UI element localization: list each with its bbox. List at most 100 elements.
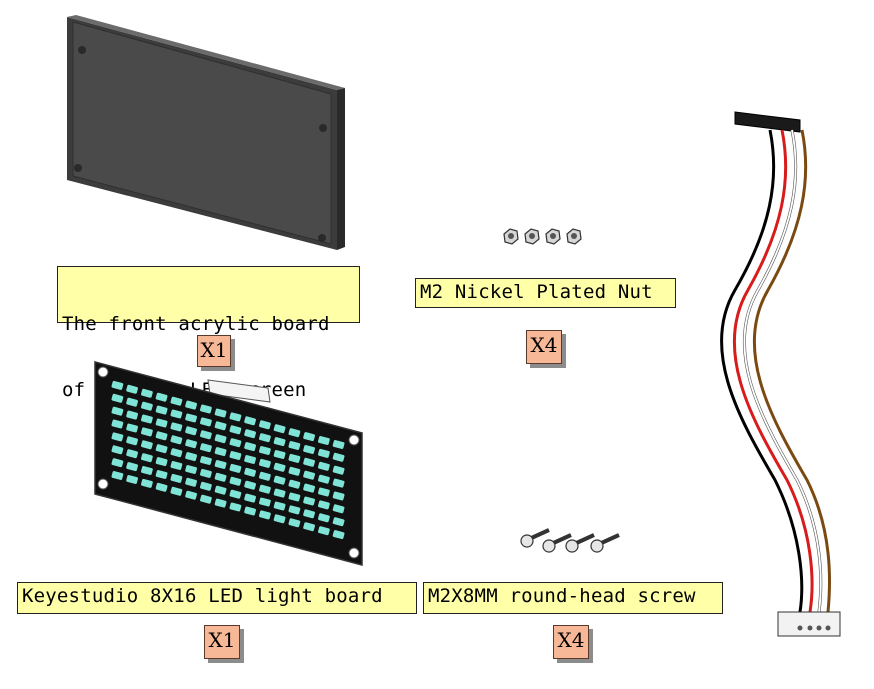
led-cell: [111, 393, 124, 403]
led-cell: [273, 450, 286, 459]
led-cell: [303, 457, 315, 467]
led-cell: [288, 492, 301, 502]
led-cell: [170, 435, 183, 445]
led-cell: [288, 428, 301, 438]
led-cell: [244, 467, 256, 477]
led-cell: [332, 491, 345, 501]
led-cell: [141, 388, 153, 398]
led-cell: [126, 384, 138, 394]
led-cell: [244, 442, 256, 452]
led-cell: [200, 494, 212, 504]
led-cell: [244, 429, 256, 439]
led-cell: [185, 477, 197, 487]
nut-qty: X4: [526, 330, 562, 364]
led-cell: [332, 478, 345, 488]
led-cell: [259, 471, 271, 481]
led-cell: [155, 405, 168, 415]
led-cell: [318, 500, 330, 510]
led-cell: [141, 440, 153, 450]
led-cell: [141, 414, 153, 424]
led-cell: [200, 430, 212, 440]
led-cell: [259, 458, 271, 468]
led-cell: [229, 476, 242, 486]
led-cell: [170, 422, 183, 432]
led-cell: [200, 481, 212, 491]
led-cell: [318, 474, 330, 484]
led-cell: [185, 452, 197, 462]
led-cell: [155, 392, 168, 402]
led-cell: [214, 472, 227, 482]
led-cell: [155, 418, 168, 428]
led-cell: [273, 488, 286, 498]
led-cell: [185, 426, 197, 436]
led-cell: [111, 380, 124, 390]
led-cell: [141, 427, 153, 437]
led-cell: [141, 453, 153, 463]
led-cell: [273, 462, 286, 472]
led-cell: [141, 478, 153, 488]
led-cell: [332, 517, 345, 527]
led-cell: [244, 416, 256, 426]
led-cell: [288, 479, 301, 489]
led-cell: [303, 509, 315, 519]
led-cell: [155, 482, 168, 492]
led-cell: [111, 432, 124, 442]
led-cell: [111, 406, 124, 416]
led-cell: [111, 458, 124, 468]
led-cell: [229, 502, 242, 512]
led-cell: [200, 456, 212, 465]
led-cell: [229, 463, 242, 473]
led-cell: [229, 451, 242, 460]
led-cell: [126, 397, 138, 407]
led-cell: [214, 408, 227, 418]
led-cell: [170, 473, 183, 483]
led-cell: [126, 410, 138, 420]
led-cell: [229, 438, 242, 448]
led-cell: [214, 485, 227, 495]
led-cell: [318, 448, 330, 458]
led-cell: [288, 466, 301, 476]
led-cell: [126, 423, 138, 433]
led-cell: [229, 489, 242, 499]
led-cell: [332, 440, 345, 449]
led-cell: [229, 425, 242, 435]
led-cell: [332, 452, 345, 462]
led-cell: [185, 439, 197, 449]
led-cell: [185, 413, 197, 423]
led-cell: [214, 434, 227, 444]
led-cell: [170, 396, 183, 406]
led-cell: [318, 461, 330, 471]
led-cell: [229, 412, 242, 422]
led-cell: [259, 433, 271, 443]
led-cell: [141, 401, 153, 411]
led-cell: [303, 496, 315, 506]
led-cell: [303, 522, 315, 532]
led-cell: [332, 504, 345, 514]
led-cell: [185, 465, 197, 474]
led-cell: [303, 432, 315, 442]
led-cell: [126, 462, 138, 472]
led-cell: [200, 417, 212, 427]
led-cell: [244, 493, 256, 503]
led-cell: [273, 514, 286, 524]
led-cell: [273, 437, 286, 447]
led-cell: [200, 443, 212, 453]
led-cell: [288, 453, 301, 463]
led-cell: [155, 457, 168, 467]
led-cell: [318, 487, 330, 497]
led-cell: [170, 409, 183, 419]
led-cell: [111, 419, 124, 429]
led-cell: [126, 436, 138, 446]
led-cell: [303, 483, 315, 493]
led-cell: [244, 480, 256, 490]
led-cell: [155, 444, 168, 454]
led-cell: [214, 421, 227, 431]
led-cell: [273, 424, 286, 434]
led-cell: [288, 518, 301, 528]
